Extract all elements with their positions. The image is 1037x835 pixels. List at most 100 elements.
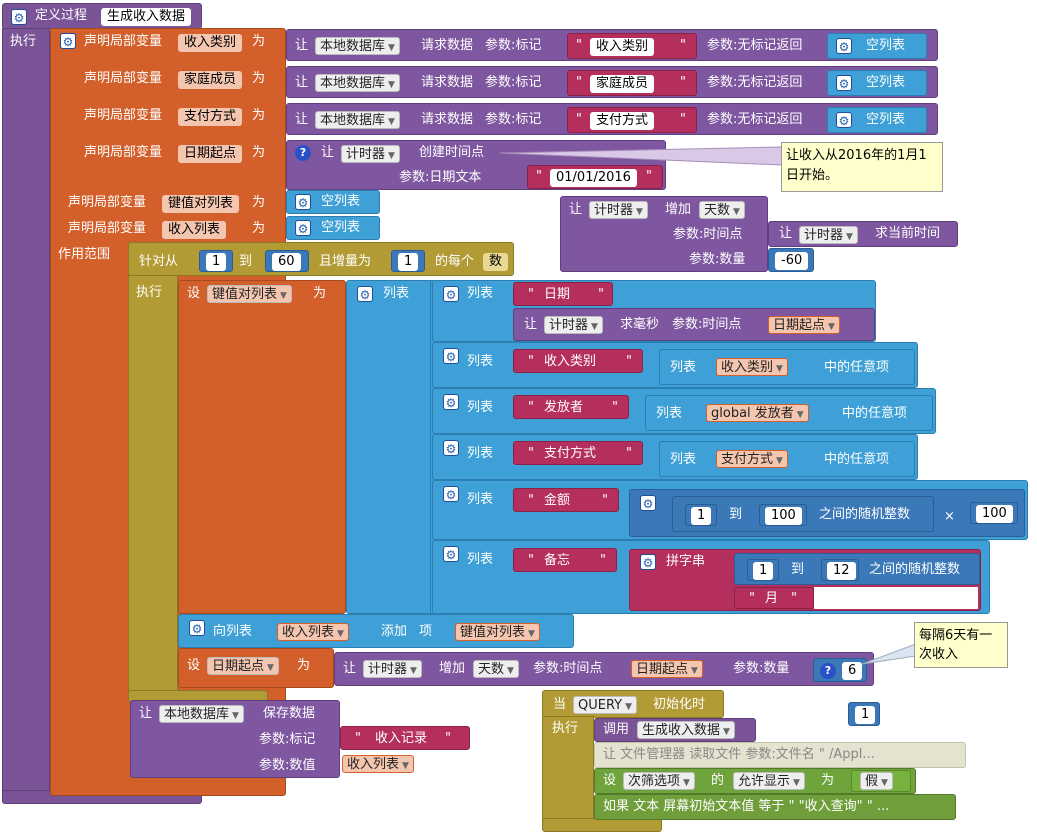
list-gear-icon[interactable]: ⚙ bbox=[443, 440, 459, 456]
empty-list-block[interactable]: ⚙空列表 bbox=[827, 107, 927, 133]
get-var-dropdown[interactable]: 收入列表▼ bbox=[342, 755, 414, 773]
random-from-number[interactable]: 1 bbox=[747, 559, 779, 581]
loop-var-field[interactable]: 数 bbox=[483, 253, 509, 271]
number-field[interactable]: 100 bbox=[976, 505, 1013, 523]
comment-bubble-1[interactable]: 让收入从2016年的1月1日开始。 bbox=[781, 142, 943, 192]
list-gear-icon[interactable]: ⚙ bbox=[189, 620, 205, 636]
empty-list-gear-icon[interactable]: ⚙ bbox=[836, 75, 852, 91]
procedure-block[interactable]: ⚙ 定义过程 生成收入数据 bbox=[2, 3, 202, 29]
number-field[interactable]: 1 bbox=[753, 562, 774, 580]
date-text-field[interactable]: 01/01/2016 bbox=[550, 169, 637, 187]
pair-issuer[interactable]: ⚙ 列表 "发放者" 列表 global 发放者▼ 中的任意项 bbox=[432, 388, 936, 434]
join-gear-icon[interactable]: ⚙ bbox=[640, 554, 656, 570]
empty-list-gear-icon[interactable]: ⚙ bbox=[295, 194, 311, 210]
db-component-dropdown[interactable]: 本地数据库▼ bbox=[315, 111, 400, 129]
tag-text-block[interactable]: "家庭成员" bbox=[567, 70, 697, 96]
var-name-6[interactable]: 收入列表 bbox=[162, 221, 227, 239]
pick-random-payment[interactable]: 列表 支付方式▼ 中的任意项 bbox=[659, 441, 915, 477]
step-number-field[interactable]: 1 bbox=[398, 253, 419, 271]
to-number-field[interactable]: 60 bbox=[272, 253, 301, 271]
clock-component-dropdown[interactable]: 计时器▼ bbox=[363, 660, 422, 678]
number-field[interactable]: 6 bbox=[842, 662, 863, 680]
text-payment[interactable]: "支付方式" bbox=[513, 441, 643, 465]
number-field[interactable]: -60 bbox=[775, 252, 809, 270]
clock-get-millis[interactable]: 让 计时器▼ 求毫秒 参数:时间点 日期起点▼ bbox=[513, 308, 875, 341]
tag-text-field[interactable]: 支付方式 bbox=[590, 112, 655, 130]
get-var-dropdown[interactable]: 支付方式▼ bbox=[716, 450, 788, 468]
add-items-to-list[interactable]: ⚙ 向列表 收入列表▼ 添加 项 键值对列表▼ bbox=[178, 614, 574, 648]
var-name-5[interactable]: 键值对列表 bbox=[162, 195, 240, 213]
list-gear-icon[interactable]: ⚙ bbox=[443, 286, 459, 302]
unit-dropdown[interactable]: 天数▼ bbox=[473, 660, 519, 678]
empty-list-gear-icon[interactable]: ⚙ bbox=[836, 38, 852, 54]
multiplier-number[interactable]: 100 bbox=[970, 502, 1018, 524]
pair-payment[interactable]: ⚙ 列表 "支付方式" 列表 支付方式▼ 中的任意项 bbox=[432, 434, 918, 480]
clock-component-dropdown[interactable]: 计时器▼ bbox=[341, 145, 400, 163]
text-date[interactable]: "日期" bbox=[513, 282, 613, 306]
var-name-2[interactable]: 家庭成员 bbox=[178, 71, 243, 89]
clock-make-instant[interactable]: ? 让 计时器▼ 创建时间点 参数:日期文本 "01/01/2016" bbox=[286, 140, 666, 190]
tinydb-get-3[interactable]: 让 本地数据库▼ 请求数据 参数:标记 "支付方式" 参数:无标记返回 ⚙空列表 bbox=[286, 103, 938, 135]
get-var-dropdown[interactable]: 日期起点▼ bbox=[768, 316, 840, 334]
step-number-block[interactable]: 1 bbox=[391, 250, 425, 272]
comment-bubble-2[interactable]: 每隔6天有一次收入 bbox=[914, 622, 1008, 668]
tinydb-get-1[interactable]: 让 本地数据库▼ 请求数据 参数:标记 "收入类别" 参数:无标记返回 ⚙空列表 bbox=[286, 29, 938, 61]
var-name-3[interactable]: 支付方式 bbox=[178, 108, 243, 126]
get-var-dropdown[interactable]: 收入类别▼ bbox=[716, 358, 788, 376]
property-dropdown[interactable]: 允许显示▼ bbox=[733, 772, 805, 790]
random-to-number[interactable]: 12 bbox=[821, 559, 859, 581]
empty-list-income[interactable]: ⚙空列表 bbox=[286, 216, 380, 240]
clock-component-dropdown[interactable]: 计时器▼ bbox=[799, 226, 858, 244]
multiply-block[interactable]: ⚙ 1 到 100 之间的随机整数 × 100 bbox=[629, 489, 1025, 537]
tinydb-get-2[interactable]: 让 本地数据库▼ 请求数据 参数:标记 "家庭成员" 参数:无标记返回 ⚙空列表 bbox=[286, 66, 938, 98]
text-category[interactable]: "收入类别" bbox=[513, 349, 643, 373]
text-amount[interactable]: "金额" bbox=[513, 488, 619, 512]
list-gear-icon[interactable]: ⚙ bbox=[443, 486, 459, 502]
disabled-readfile-block[interactable]: 让 文件管理器 读取文件 参数:文件名 " /Appl... bbox=[594, 742, 966, 768]
from-number-field[interactable]: 1 bbox=[206, 253, 227, 271]
tag-text-field[interactable]: 收入类别 bbox=[590, 38, 655, 56]
list-gear-icon[interactable]: ⚙ bbox=[443, 394, 459, 410]
date-text-block[interactable]: "01/01/2016" bbox=[527, 165, 663, 189]
event-initialize-block[interactable]: 当 QUERY▼ 初始化时 bbox=[542, 690, 724, 718]
bool-dropdown[interactable]: 假▼ bbox=[860, 772, 893, 790]
var-name-1[interactable]: 收入类别 bbox=[178, 34, 243, 52]
set-spinner-property[interactable]: 设 次筛选项▼ 的 允许显示▼ 为 假▼ bbox=[594, 768, 916, 794]
from-number-block[interactable]: 1 bbox=[199, 250, 233, 272]
empty-list-block[interactable]: ⚙空列表 bbox=[827, 33, 927, 59]
pair-date[interactable]: ⚙ 列表 "日期" 让 计时器▼ 求毫秒 参数:时间点 日期起点▼ bbox=[432, 280, 876, 342]
number-field[interactable]: 12 bbox=[827, 562, 856, 580]
tag-text-block[interactable]: "收入类别" bbox=[567, 33, 697, 59]
var-name-4[interactable]: 日期起点 bbox=[178, 145, 243, 163]
number-field[interactable]: 100 bbox=[765, 507, 802, 525]
spinner-dropdown[interactable]: 次筛选项▼ bbox=[623, 772, 695, 790]
text-yue[interactable]: "月" bbox=[734, 587, 814, 609]
empty-list-gear-icon[interactable]: ⚙ bbox=[836, 112, 852, 128]
number-6-block[interactable]: ? 6 bbox=[813, 658, 867, 682]
for-range-block[interactable]: 针对从 1 到 60 且增量为 1 的每个 数 bbox=[128, 242, 514, 276]
set-var-dropdown[interactable]: 键值对列表▼ bbox=[207, 285, 292, 303]
set-date-block[interactable]: 设 日期起点▼ 为 bbox=[178, 648, 334, 688]
local-mutator-gear-icon[interactable]: ⚙ bbox=[60, 33, 76, 49]
list-gear-icon[interactable]: ⚙ bbox=[357, 286, 373, 302]
help-question-icon[interactable]: ? bbox=[820, 663, 836, 679]
tinydb-store[interactable]: 让 本地数据库▼ 保存数据 参数:标记 参数:数值 bbox=[130, 700, 340, 778]
random-int-block-2[interactable]: 1 到 12 之间的随机整数 bbox=[734, 553, 980, 585]
empty-list-gear-icon[interactable]: ⚙ bbox=[295, 220, 311, 236]
pair-amount[interactable]: ⚙ 列表 "金额" ⚙ 1 到 100 之间的随机整数 × 100 bbox=[432, 480, 1028, 540]
get-var-dropdown[interactable]: 键值对列表▼ bbox=[455, 623, 540, 641]
to-number-block[interactable]: 60 bbox=[265, 250, 309, 272]
proc-name-field[interactable]: 生成收入数据 bbox=[101, 8, 192, 26]
help-question-icon[interactable]: ? bbox=[295, 145, 311, 161]
pair-category[interactable]: ⚙ 列表 "收入类别" 列表 收入类别▼ 中的任意项 bbox=[432, 342, 918, 388]
get-var-dropdown[interactable]: 收入列表▼ bbox=[277, 623, 349, 641]
pick-random-issuer[interactable]: 列表 global 发放者▼ 中的任意项 bbox=[645, 395, 933, 431]
event-component-dropdown[interactable]: QUERY▼ bbox=[573, 696, 638, 714]
number-field[interactable]: 1 bbox=[691, 507, 712, 525]
random-to-number[interactable]: 100 bbox=[759, 504, 807, 526]
random-from-number[interactable]: 1 bbox=[685, 504, 717, 526]
call-procedure-block[interactable]: 调用 生成收入数据▼ bbox=[594, 718, 756, 742]
set-var-dropdown[interactable]: 日期起点▼ bbox=[207, 657, 279, 675]
clock-component-dropdown[interactable]: 计时器▼ bbox=[589, 201, 648, 219]
empty-list-block[interactable]: ⚙空列表 bbox=[827, 70, 927, 96]
